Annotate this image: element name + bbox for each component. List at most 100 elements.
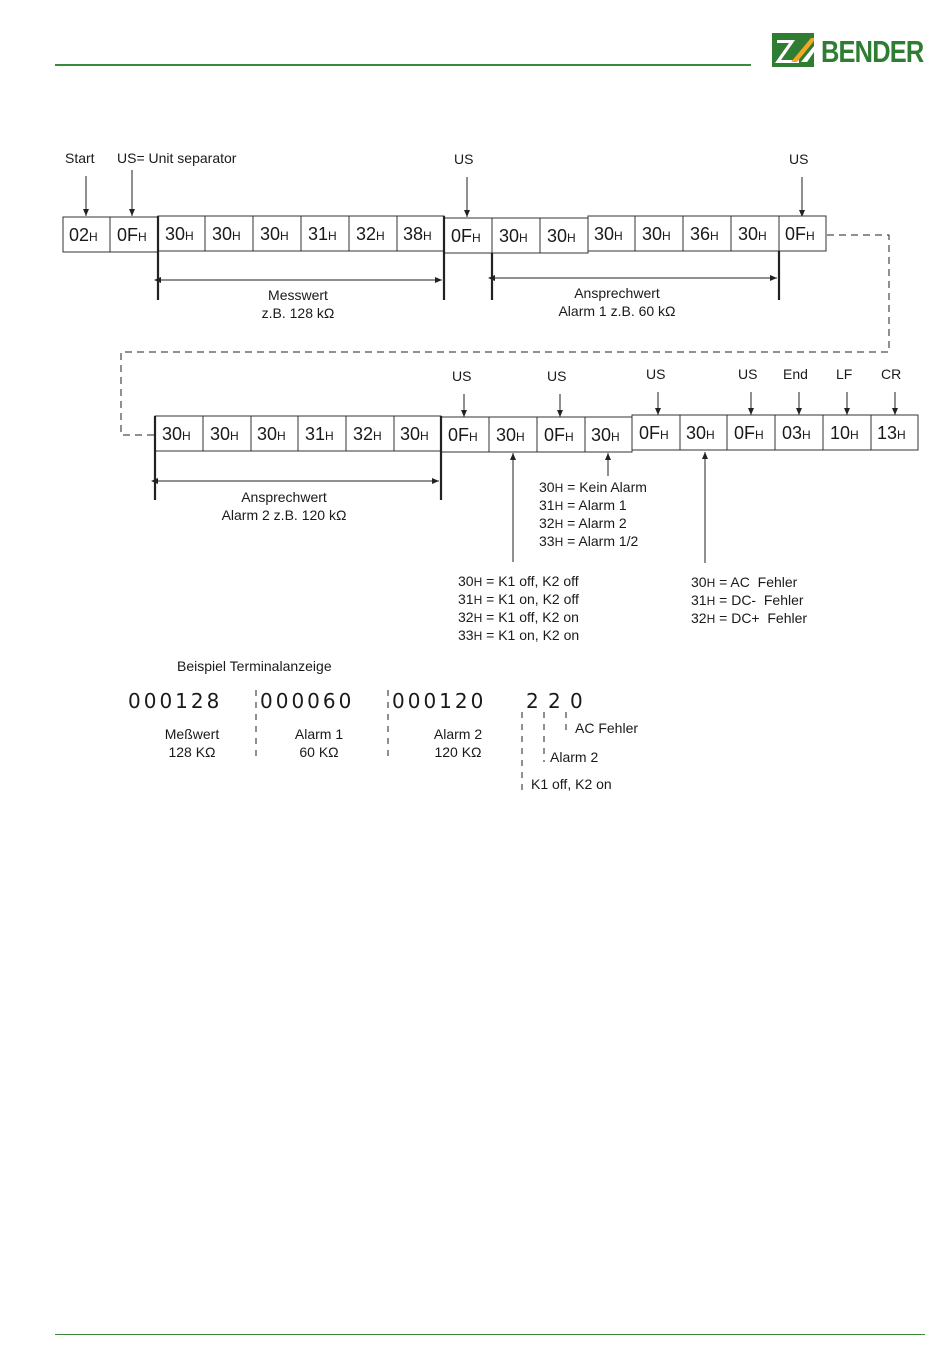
brand-name: BENDER <box>821 34 924 69</box>
byte-value: 30H <box>496 425 525 445</box>
terminal-relay-digit: 2 <box>526 689 542 713</box>
byte-cell <box>774 414 824 451</box>
ansprechwert-alarm2-example: Alarm 2 z.B. 120 kΩ <box>222 507 347 523</box>
byte-value: 30H <box>594 224 623 244</box>
byte-cell <box>250 415 299 452</box>
byte-value: 0FH <box>117 225 147 245</box>
byte-cell <box>488 416 538 453</box>
byte-cell <box>584 416 633 453</box>
byte-value: 0FH <box>448 425 478 445</box>
footer-rule <box>55 1334 925 1335</box>
byte-value: 10H <box>830 423 859 443</box>
byte-value: 30H <box>738 224 767 244</box>
byte-value: 30H <box>642 224 671 244</box>
byte-cell <box>682 215 732 252</box>
row2-cells: 30H 30H 30H 31H 32H 30H 0FH 30H 0FH 30H … <box>154 414 919 453</box>
legend-line: 32H = DC+ Fehler <box>691 610 807 626</box>
us-label-3: US <box>452 368 471 384</box>
legend-line: 31H = DC- Fehler <box>691 592 804 608</box>
byte-cell <box>536 416 586 453</box>
byte-value: 30H <box>162 424 191 444</box>
byte-value: 13H <box>877 423 906 443</box>
relay-legend: 30H = K1 off, K2 off 31H = K1 on, K2 off… <box>458 573 579 643</box>
legend-line: 30H = K1 off, K2 off <box>458 573 579 589</box>
terminal-title: Beispiel Terminalanzeige <box>177 658 332 674</box>
bender-logo-icon <box>772 33 814 67</box>
byte-value: 31H <box>308 224 337 244</box>
fault-legend: 30H = AC Fehler 31H = DC- Fehler 32H = D… <box>691 574 807 626</box>
cr-label: CR <box>881 366 901 382</box>
byte-cell <box>204 215 254 252</box>
unit-separator-label: US= Unit separator <box>117 150 237 166</box>
byte-cell <box>778 215 827 252</box>
terminal-meas-label: Meßwert <box>165 726 220 742</box>
terminal-group-meas: 000128 <box>128 689 222 713</box>
legend-line: 30H = AC Fehler <box>691 574 798 590</box>
lf-label: LF <box>836 366 852 382</box>
byte-cell <box>252 215 302 252</box>
messwert-label: Messwert <box>268 287 328 303</box>
alarm-legend: 30H = Kein Alarm 31H = Alarm 1 32H = Ala… <box>539 479 647 549</box>
terminal-alarm2-label: Alarm 2 <box>434 726 482 742</box>
byte-value: 30H <box>686 423 715 443</box>
byte-cell <box>202 415 252 452</box>
byte-value: 30H <box>591 425 620 445</box>
byte-cell <box>726 414 776 451</box>
start-label: Start <box>65 150 95 166</box>
messwert-example: z.B. 128 kΩ <box>262 305 335 321</box>
terminal-group-alarm2: 000120 <box>392 689 486 713</box>
byte-cell <box>348 215 398 252</box>
end-label: End <box>783 366 808 382</box>
us-label-6: US <box>738 366 757 382</box>
terminal-alarm1-value: 60 KΩ <box>299 744 338 760</box>
byte-cell <box>443 217 493 254</box>
byte-value: 30H <box>260 224 289 244</box>
continuation-connector <box>120 234 890 436</box>
byte-value: 03H <box>782 423 811 443</box>
byte-value: 30H <box>400 424 429 444</box>
byte-cell <box>870 414 919 451</box>
byte-value: 36H <box>690 224 719 244</box>
row1-cells: 02H 0FH 30H 30H 30H 31H 32H 38H 0FH 30H … <box>62 215 827 254</box>
byte-value: 30H <box>257 424 286 444</box>
terminal-alarm2-value: 120 KΩ <box>434 744 481 760</box>
header-rule <box>55 64 751 66</box>
legend-line: 31H = K1 on, K2 off <box>458 591 579 607</box>
byte-cell <box>491 217 541 254</box>
terminal-alarm1-label: Alarm 1 <box>295 726 343 742</box>
byte-value: 30H <box>212 224 241 244</box>
byte-cell <box>679 414 728 451</box>
legend-line: 32H = K1 off, K2 on <box>458 609 579 625</box>
terminal-fault-digit: 0 <box>570 689 586 713</box>
legend-line: 33H = Alarm 1/2 <box>539 533 639 549</box>
byte-value: 30H <box>499 226 528 246</box>
byte-value: 0FH <box>544 425 574 445</box>
byte-value: 30H <box>210 424 239 444</box>
byte-value: 0FH <box>639 423 669 443</box>
byte-cell <box>634 215 684 252</box>
terminal-meas-value: 128 KΩ <box>168 744 215 760</box>
byte-cell <box>154 415 204 452</box>
byte-cell <box>300 215 350 252</box>
ansprechwert-alarm1-label: Ansprechwert <box>574 285 660 301</box>
terminal-alarm2-state-label: Alarm 2 <box>550 749 598 765</box>
byte-value: 38H <box>403 224 432 244</box>
byte-value: 32H <box>356 224 385 244</box>
legend-line: 30H = Kein Alarm <box>539 479 647 495</box>
terminal-ac-fehler-label: AC Fehler <box>575 720 638 736</box>
byte-value: 0FH <box>785 224 815 244</box>
byte-value: 02H <box>69 225 98 245</box>
byte-cell <box>730 215 780 252</box>
ansprechwert-alarm2-label: Ansprechwert <box>241 489 327 505</box>
byte-cell <box>109 216 159 253</box>
us-label-2: US <box>789 151 808 167</box>
byte-cell <box>297 415 347 452</box>
legend-line: 31H = Alarm 1 <box>539 497 627 513</box>
terminal-group-alarm1: 000060 <box>260 689 354 713</box>
legend-line: 32H = Alarm 2 <box>539 515 627 531</box>
ansprechwert-alarm1-example: Alarm 1 z.B. 60 kΩ <box>558 303 675 319</box>
byte-value: 30H <box>165 224 194 244</box>
byte-value: 30H <box>547 226 576 246</box>
bender-logo: BENDER <box>771 32 931 72</box>
byte-cell <box>822 414 872 451</box>
